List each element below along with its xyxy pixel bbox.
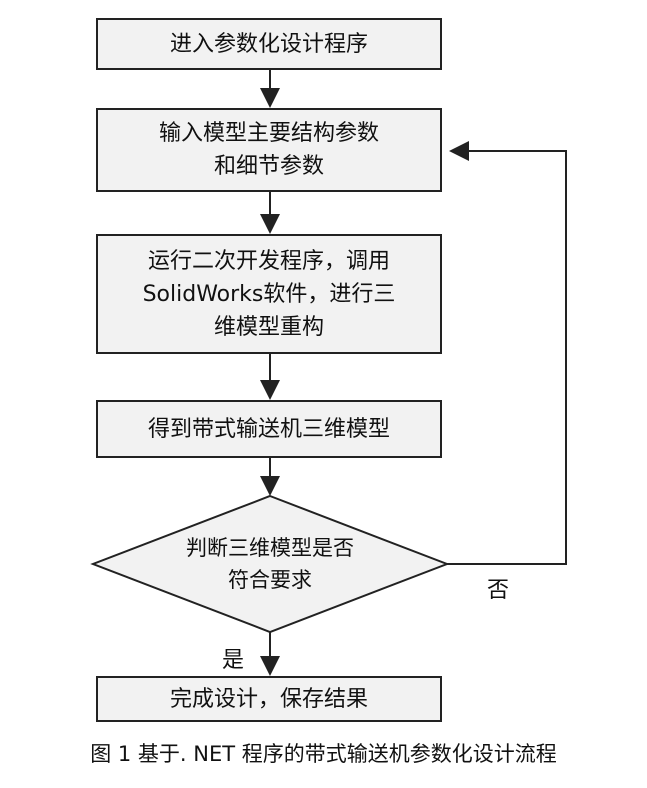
step-run-program-line3: 维模型重构 bbox=[213, 314, 324, 340]
step-complete-design-label: 完成设计，保存结果 bbox=[169, 686, 368, 712]
step-input-parameters: 输入模型主要结构参数 和细节参数 bbox=[96, 108, 442, 192]
decision-text-line2: 符合要求 bbox=[228, 568, 312, 592]
step-get-model: 得到带式输送机三维模型 bbox=[96, 400, 442, 458]
decision-diamond bbox=[90, 494, 450, 634]
step-get-model-label: 得到带式输送机三维模型 bbox=[147, 416, 390, 442]
step-input-parameters-line2: 和细节参数 bbox=[213, 154, 324, 179]
branch-yes-label: 是 bbox=[222, 648, 245, 673]
decision-text-line1: 判断三维模型是否 bbox=[186, 536, 354, 560]
step-input-parameters-line1: 输入模型主要结构参数 bbox=[158, 121, 379, 146]
step-run-program: 运行二次开发程序，调用 SolidWorks软件，进行三 维模型重构 bbox=[96, 234, 442, 354]
decision-text: 判断三维模型是否 符合要求 bbox=[150, 532, 390, 596]
step-run-program-line2: SolidWorks软件，进行三 bbox=[142, 281, 396, 307]
feedback-loop-line bbox=[447, 141, 567, 565]
step-run-program-line1: 运行二次开发程序，调用 bbox=[147, 248, 390, 274]
step-enter-program-label: 进入参数化设计程序 bbox=[169, 31, 368, 57]
step-complete-design: 完成设计，保存结果 bbox=[96, 676, 442, 722]
branch-no-label: 否 bbox=[487, 578, 510, 603]
figure-caption: 图 1 基于. NET 程序的带式输送机参数化设计流程 bbox=[90, 742, 557, 766]
step-enter-program: 进入参数化设计程序 bbox=[96, 18, 442, 70]
